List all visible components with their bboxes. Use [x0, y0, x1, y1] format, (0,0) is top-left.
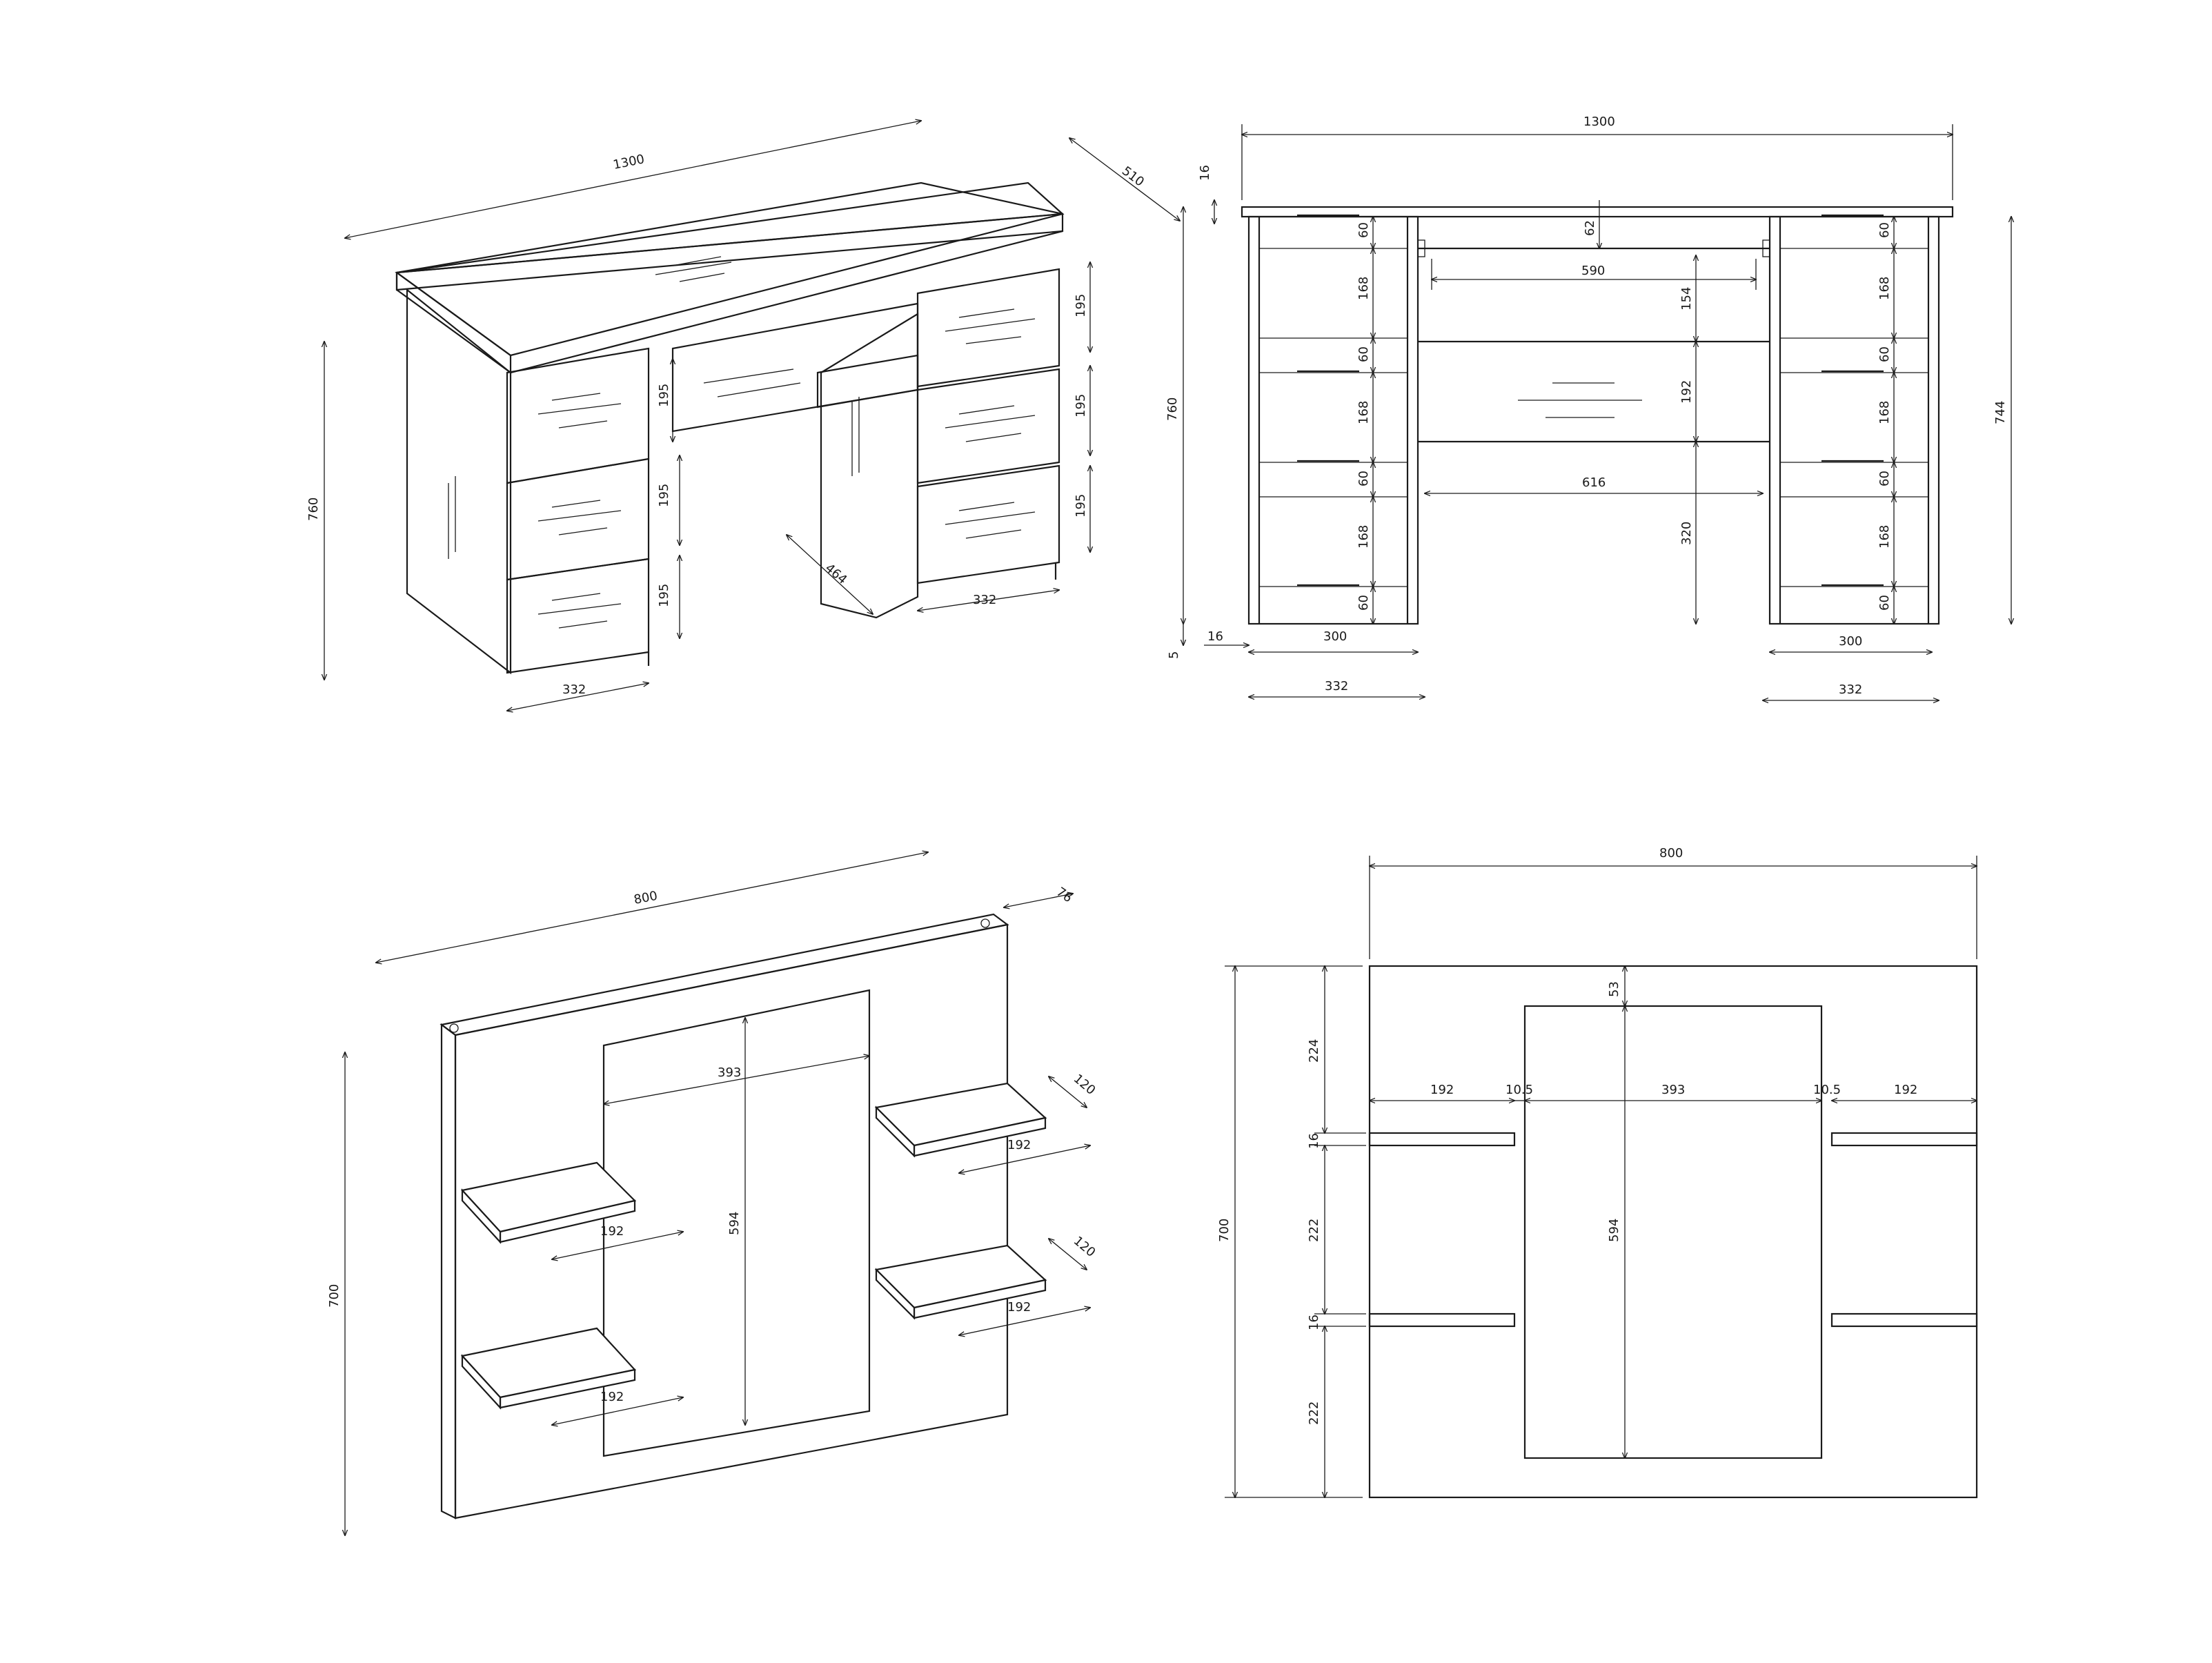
desk-iso-drawer-right-3: 195: [1074, 494, 1088, 518]
desk-front-right-3: 60: [1877, 346, 1892, 362]
desk-iso-depth: 510: [1119, 164, 1147, 189]
desk-front-mid-1: 154: [1679, 287, 1694, 311]
desk-front-side-thickness: 16: [1207, 629, 1223, 644]
desk-iso-drawer-right-2: 195: [1074, 394, 1088, 417]
desk-iso-drawer-left-1: 195: [657, 384, 671, 407]
shelf-iso-shelf-width-4: 192: [1007, 1300, 1031, 1315]
desk-front-mid-2: 192: [1679, 380, 1694, 404]
shelf-front-v-2: 16: [1307, 1133, 1321, 1149]
desk-front-knee-width: 616: [1582, 475, 1606, 490]
desk-front-view: 1300 16 760 744 5 16 60 168 60 168 60 16…: [1165, 115, 2011, 700]
shelf-front-seg-1: 192: [1430, 1083, 1454, 1097]
desk-front-height: 760: [1165, 397, 1180, 421]
desk-iso-drawer-left-3: 195: [657, 584, 671, 607]
shelf-iso-shelf-depth-2: 120: [1071, 1234, 1098, 1260]
desk-iso-drawer-left-2: 195: [657, 484, 671, 507]
shelf-front-v-5: 222: [1307, 1401, 1321, 1425]
desk-front-right-7: 60: [1877, 595, 1892, 611]
shelf-iso-width: 800: [633, 889, 659, 907]
desk-front-right-4: 168: [1877, 401, 1892, 424]
desk-iso-width: 1300: [612, 152, 646, 173]
desk-front-kb-width: 590: [1581, 264, 1605, 278]
desk-front-left-4: 168: [1356, 401, 1371, 424]
desk-front-right-1: 60: [1877, 222, 1892, 238]
desk-front-outer-right: 332: [1839, 682, 1862, 697]
desk-front-left-3: 60: [1356, 346, 1371, 362]
desk-front-side-height: 744: [1993, 401, 2008, 424]
shelf-front-seg-4: 10.5: [1813, 1083, 1841, 1097]
desk-iso-pedestal-left: 332: [562, 682, 586, 697]
shelf-iso-shelf-width-3: 192: [1007, 1138, 1031, 1152]
desk-iso-pedestal-right: 332: [973, 593, 996, 607]
shelf-front-height: 700: [1217, 1219, 1232, 1242]
desk-front-top-thickness: 16: [1198, 165, 1212, 181]
shelf-front-v-4: 16: [1307, 1315, 1321, 1330]
shelf-front-width: 800: [1659, 846, 1683, 860]
desk-front-outer-left: 332: [1325, 679, 1348, 693]
desk-front-inner-right: 300: [1839, 634, 1862, 649]
shelf-iso-depth: 76: [1054, 885, 1075, 905]
desk-front-left-7: 60: [1356, 595, 1371, 611]
desk-front-leg-gap: 5: [1167, 651, 1181, 659]
desk-front-left-5: 60: [1356, 471, 1371, 486]
desk-front-width: 1300: [1583, 115, 1615, 129]
shelf-iso-shelf-width-2: 192: [600, 1390, 624, 1404]
shelf-front-view: 800 700 53 594 192 10.5 393 10.5 192 224…: [1217, 846, 1978, 1499]
shelf-front-v-3: 222: [1307, 1219, 1321, 1242]
shelf-front-seg-2: 10.5: [1505, 1083, 1533, 1097]
shelf-iso-shelf-depth-1: 120: [1071, 1072, 1098, 1098]
shelf-iso-height: 700: [327, 1284, 342, 1308]
desk-front-right-5: 60: [1877, 471, 1892, 486]
shelf-iso-shelf-width-1: 192: [600, 1224, 624, 1239]
shelf-front-mirror-top: 53: [1607, 981, 1621, 997]
desk-iso-height: 760: [306, 498, 321, 521]
desk-iso-drawer-right-1: 195: [1074, 294, 1088, 317]
desk-iso-inner-depth: 464: [822, 561, 850, 587]
desk-front-inner-left: 300: [1323, 629, 1347, 644]
desk-isometric-view: 1300 510 760 195 195 195 195 195 195 332…: [306, 121, 1180, 711]
desk-front-left-2: 168: [1356, 277, 1371, 300]
desk-front-right-2: 168: [1877, 277, 1892, 300]
desk-front-left-1: 60: [1356, 222, 1371, 238]
desk-front-kb-gap: 62: [1583, 220, 1597, 236]
desk-front-right-6: 168: [1877, 525, 1892, 549]
shelf-front-seg-5: 192: [1894, 1083, 1917, 1097]
desk-front-knee-height: 320: [1679, 522, 1694, 545]
shelf-front-mirror-height: 594: [1607, 1219, 1621, 1242]
shelf-isometric-view: 800 76 700 393 594 120 120 192 192 192 1…: [327, 852, 1098, 1535]
shelf-front-seg-3: 393: [1661, 1083, 1685, 1097]
shelf-front-v-1: 224: [1307, 1039, 1321, 1063]
shelf-iso-mirror-height: 594: [727, 1212, 742, 1235]
desk-front-left-6: 168: [1356, 525, 1371, 549]
shelf-iso-mirror-width: 393: [718, 1065, 741, 1080]
